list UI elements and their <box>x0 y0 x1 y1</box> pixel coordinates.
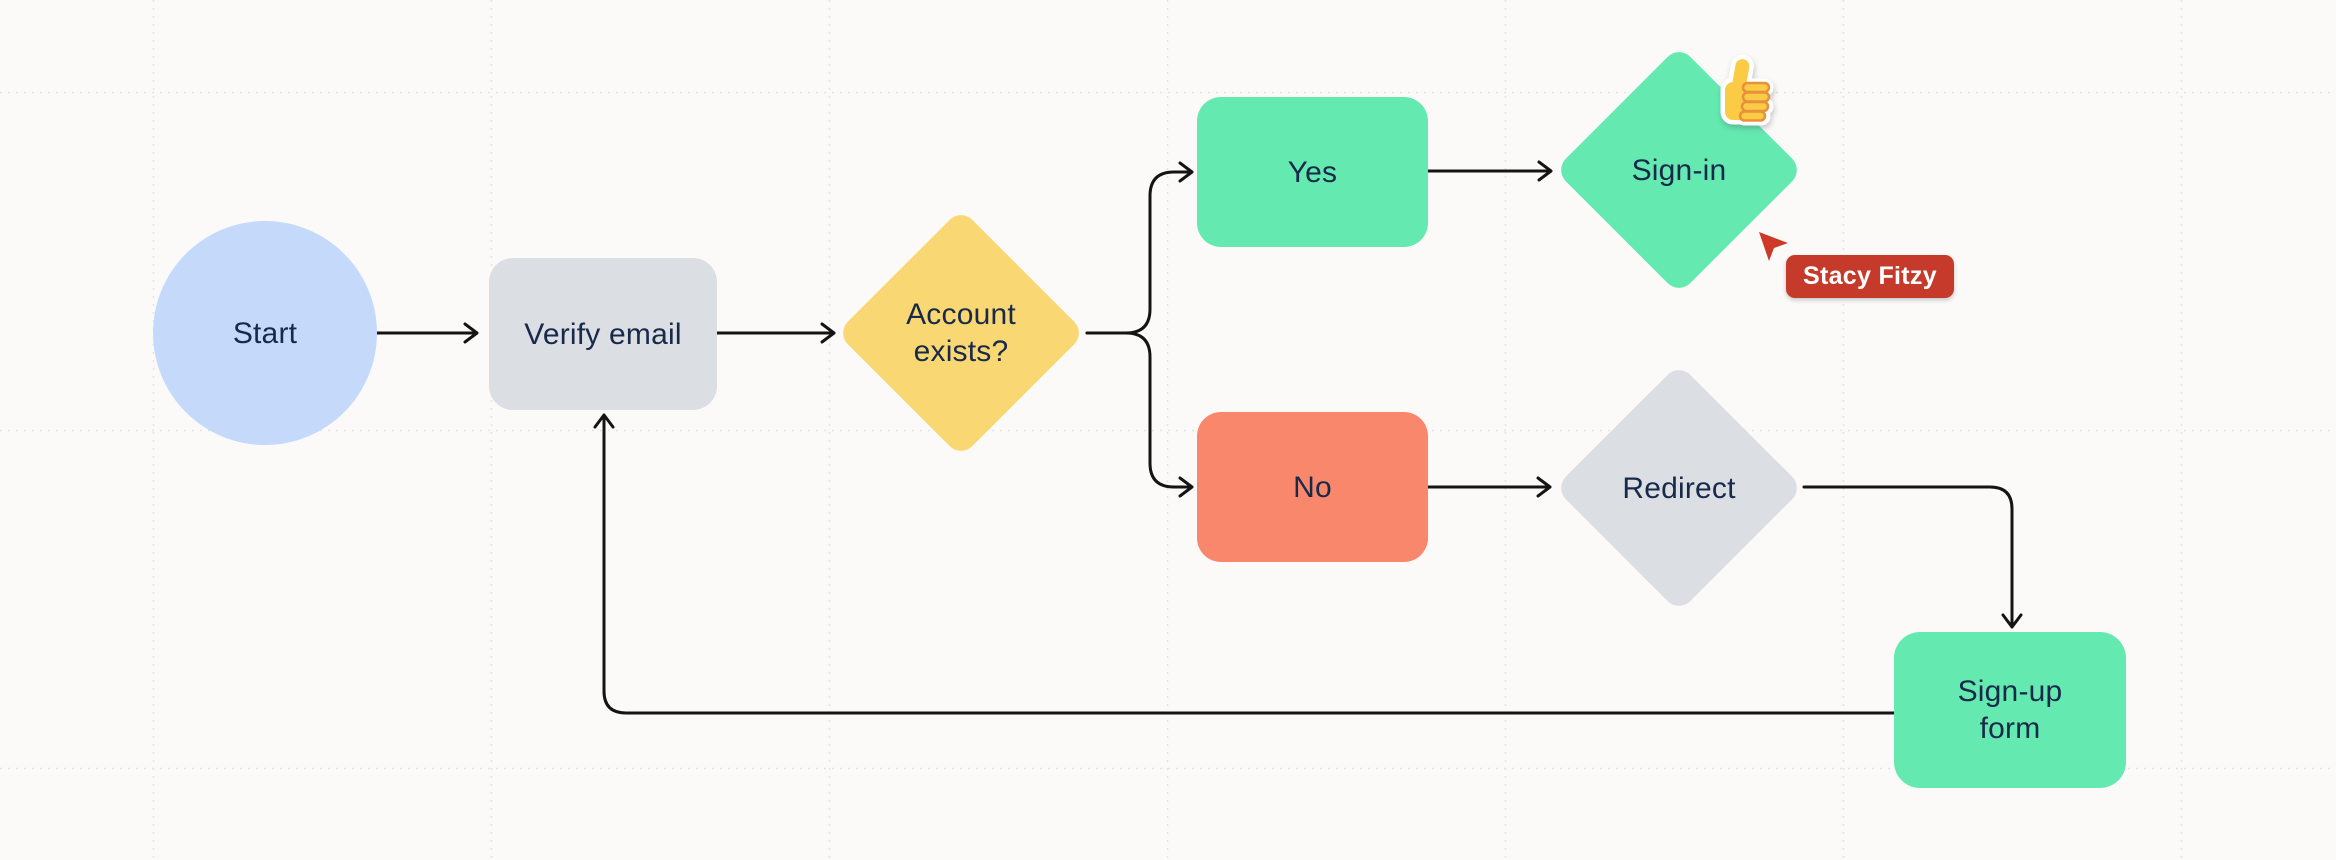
cursor-pointer-icon <box>1759 232 1788 261</box>
edge-no-to-redirect[interactable] <box>1426 476 1552 498</box>
node-account-exists-label: Account exists? <box>906 298 1016 368</box>
edge-account-to-yes[interactable] <box>1085 161 1194 335</box>
diamond-shape <box>843 215 1079 451</box>
node-sign-up-form[interactable]: Sign-up form <box>1894 632 2126 788</box>
node-yes-label: Yes <box>1287 155 1338 189</box>
node-verify-email[interactable]: Verify email <box>489 258 717 410</box>
edge-yes-to-signin[interactable] <box>1426 160 1553 182</box>
diamond-shape <box>1561 370 1797 606</box>
edge-verify-to-account[interactable] <box>715 322 836 344</box>
edge-signup-to-verify-loop[interactable] <box>593 413 1896 715</box>
edge-account-to-no[interactable] <box>1085 331 1194 498</box>
thumbs-up-sticker[interactable] <box>1714 54 1778 128</box>
collaborator-cursor <box>1757 230 1791 271</box>
node-account-exists[interactable]: Account exists? <box>836 208 1086 458</box>
collaborator-name-badge: Stacy Fitzy <box>1786 255 1954 298</box>
node-start-label: Start <box>232 316 298 350</box>
node-yes[interactable]: Yes <box>1197 97 1428 247</box>
node-sign-up-form-label: Sign-up form <box>1957 675 2063 745</box>
node-verify-email-label: Verify email <box>524 317 682 351</box>
node-no[interactable]: No <box>1197 412 1428 562</box>
edge-redirect-to-signup[interactable] <box>1802 485 2023 629</box>
collaborator-name: Stacy Fitzy <box>1803 262 1937 290</box>
node-start[interactable]: Start <box>153 221 377 445</box>
node-no-label: No <box>1293 470 1332 504</box>
edge-start-to-verify[interactable] <box>375 322 479 344</box>
node-sign-in-label: Sign-in <box>1631 153 1727 187</box>
node-redirect[interactable]: Redirect <box>1554 363 1804 613</box>
node-redirect-label: Redirect <box>1622 471 1736 505</box>
